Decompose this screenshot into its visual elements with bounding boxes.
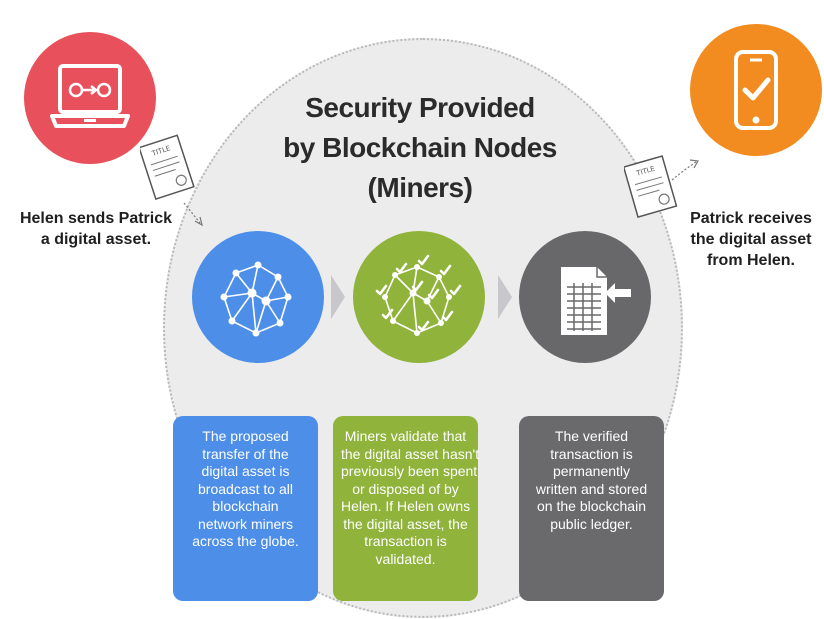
ledger-step-card: The verified transaction is permanently …: [519, 416, 664, 601]
document-icon: TITLE: [624, 155, 699, 218]
flow-arrow: [498, 275, 512, 319]
ledger-step-circle: [519, 231, 651, 363]
broadcast-step-card: The proposed transfer of the digital ass…: [173, 416, 318, 601]
validation-step-card: Miners validate that the digital asset h…: [333, 416, 479, 601]
receiver-circle: [690, 24, 822, 156]
laptop-icon: [50, 64, 130, 128]
ledger-icon: [561, 267, 631, 335]
document-icon: TITLE: [140, 134, 203, 227]
sender-label: Helen sends Patrick a digital asset.: [19, 210, 173, 248]
sender-circle: [24, 32, 156, 164]
network-icon: [220, 261, 292, 337]
smartphone-check-icon: [734, 50, 778, 130]
flow-arrow: [331, 275, 345, 319]
validated-network-icon: [375, 254, 462, 336]
receiver-label: Patrick receives the digital asset from …: [690, 210, 812, 269]
broadcast-step-circle: [192, 231, 324, 363]
validation-step-circle: [353, 231, 485, 363]
page-title: Security Provided by Blockchain Nodes (M…: [283, 92, 557, 203]
